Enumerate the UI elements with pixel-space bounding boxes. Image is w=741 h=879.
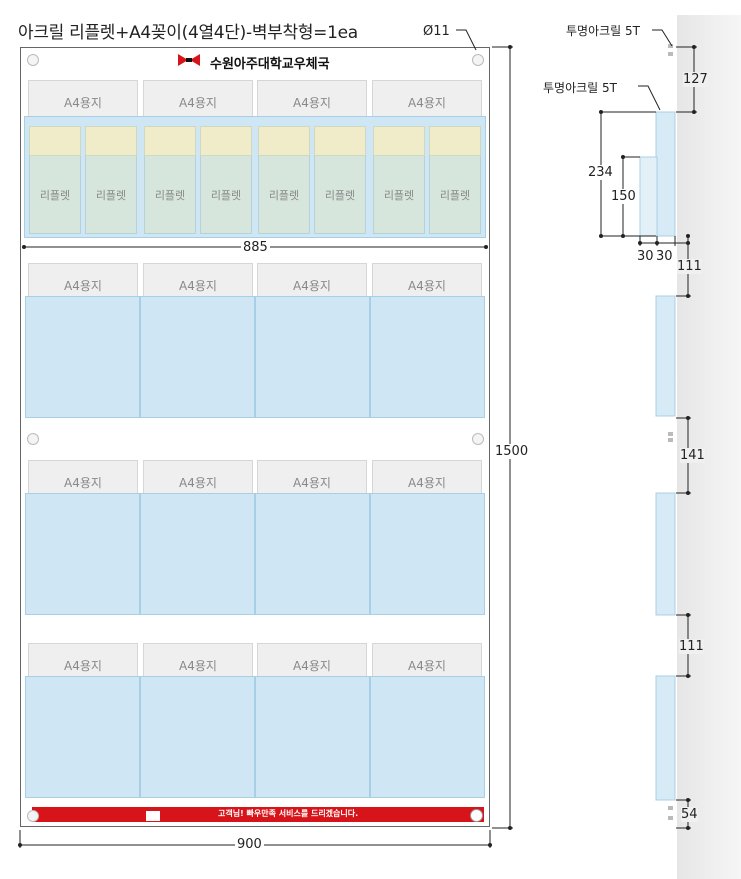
dim-side-spacing-3: 111	[679, 639, 704, 654]
leaflet-holder: 리플렛	[29, 156, 81, 234]
korea-post-logo	[176, 52, 202, 68]
leaflet-label: 리플렛	[439, 189, 471, 202]
leaflet-holder: 리플렛	[200, 156, 252, 234]
leaflet-tab	[314, 126, 366, 156]
leaflet-tab	[258, 126, 310, 156]
leaflet-holder: 리플렛	[314, 156, 366, 234]
screw-hole-icon	[470, 809, 483, 822]
a4-label: A4용지	[408, 279, 446, 293]
leaflet-label: 리플렛	[210, 189, 242, 202]
a4-label: A4용지	[64, 659, 102, 673]
a4-pocket	[370, 676, 485, 798]
a4-label: A4용지	[293, 476, 331, 490]
leaflet-tab	[200, 126, 252, 156]
leaflet-label: 리플렛	[268, 189, 300, 202]
footer-logo-icon	[145, 810, 161, 822]
dim-side-top: 127	[683, 72, 708, 87]
dim-top-row-width: 885	[241, 240, 270, 255]
screw-hole-icon	[472, 433, 484, 445]
a4-label: A4용지	[64, 476, 102, 490]
leaflet-holder: 리플렛	[373, 156, 425, 234]
dim-side-depth-inner: 150	[611, 189, 636, 204]
a4-pocket-tab	[143, 80, 253, 120]
side-label-acrylic-mid: 투명아크릴 5T	[543, 81, 617, 95]
footer-slogan: 고객님! 빠우만족 서비스를 드리겠습니다.	[218, 809, 359, 818]
a4-pocket	[25, 676, 140, 798]
leaflet-tab	[373, 126, 425, 156]
a4-label: A4용지	[293, 96, 331, 110]
a4-label: A4용지	[179, 659, 217, 673]
screw-hole-icon	[27, 810, 39, 822]
leaflet-holder: 리플렛	[85, 156, 137, 234]
leaflet-tab	[85, 126, 137, 156]
screw-hole-icon	[27, 54, 39, 66]
leaflet-label: 리플렛	[324, 189, 356, 202]
a4-pocket	[255, 493, 370, 615]
dim-side-bottom: 54	[681, 807, 698, 822]
a4-label: A4용지	[179, 96, 217, 110]
a4-pocket	[255, 296, 370, 418]
dim-board-width: 900	[235, 837, 264, 852]
a4-pocket	[370, 296, 485, 418]
leaflet-label: 리플렛	[154, 189, 186, 202]
a4-pocket	[140, 676, 255, 798]
dim-board-height: 1500	[495, 444, 529, 459]
a4-label: A4용지	[293, 279, 331, 293]
a4-pocket-tab	[28, 80, 138, 120]
a4-pocket	[255, 676, 370, 798]
a4-pocket	[25, 296, 140, 418]
hole-diameter-label: Ø11	[423, 24, 450, 39]
leaflet-label: 리플렛	[383, 189, 415, 202]
leaflet-label: 리플렛	[95, 189, 127, 202]
leaflet-label: 리플렛	[39, 189, 71, 202]
dim-side-spacing-1: 111	[677, 259, 702, 274]
a4-pocket	[370, 493, 485, 615]
a4-pocket	[140, 493, 255, 615]
a4-label: A4용지	[64, 96, 102, 110]
dim-side-gap-2: 30	[656, 249, 673, 264]
a4-pocket-tab	[257, 80, 367, 120]
diagram-title: 아크릴 리플렛+A4꽂이(4열4단)-벽부착형=1ea	[18, 23, 358, 43]
screw-hole-icon	[472, 54, 484, 66]
dim-side-depth-outer: 234	[588, 165, 613, 180]
a4-pocket-tab	[372, 80, 482, 120]
leaflet-tab	[429, 126, 481, 156]
a4-label: A4용지	[64, 279, 102, 293]
dim-side-spacing-2: 141	[680, 448, 705, 463]
a4-label: A4용지	[408, 96, 446, 110]
screw-hole-icon	[27, 433, 39, 445]
leaflet-holder: 리플렛	[144, 156, 196, 234]
leaflet-holder: 리플렛	[429, 156, 481, 234]
leaflet-tab	[29, 126, 81, 156]
a4-pocket	[25, 493, 140, 615]
a4-label: A4용지	[293, 659, 331, 673]
a4-label: A4용지	[408, 659, 446, 673]
leaflet-holder: 리플렛	[258, 156, 310, 234]
a4-label: A4용지	[179, 279, 217, 293]
dim-side-gap-1: 30	[637, 249, 654, 264]
header-sign-text: 수원아주대학교우체국	[210, 57, 330, 72]
a4-pocket	[140, 296, 255, 418]
a4-label: A4용지	[179, 476, 217, 490]
side-label-acrylic-top: 투명아크릴 5T	[566, 24, 640, 38]
a4-label: A4용지	[408, 476, 446, 490]
leaflet-tab	[144, 126, 196, 156]
